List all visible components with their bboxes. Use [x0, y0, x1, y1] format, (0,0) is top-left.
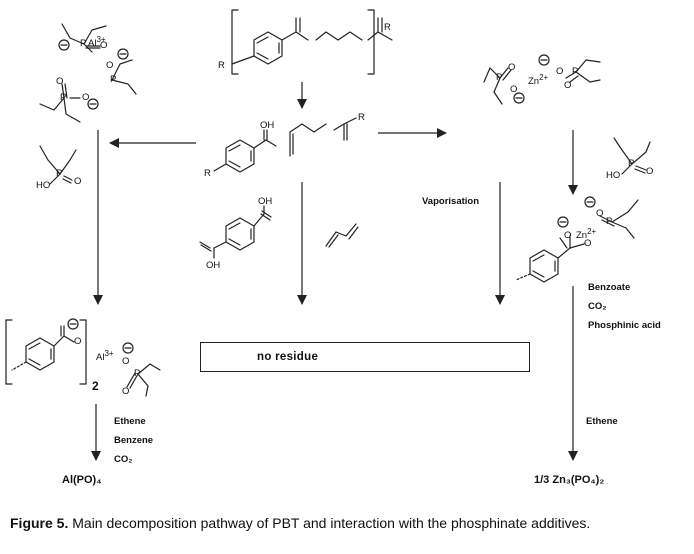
- o-label: O: [122, 386, 130, 397]
- r-label: R: [204, 168, 211, 179]
- product-ethene: Ethene: [114, 416, 146, 427]
- figure-caption: Figure 5. Main decomposition pathway of …: [10, 514, 682, 532]
- al-label: Al3+: [88, 35, 106, 50]
- product-benzene: Benzene: [114, 435, 154, 446]
- ho-label: HO: [36, 180, 51, 191]
- p-label: P: [60, 92, 67, 103]
- al-products-list: Ethene Benzene CO₂: [114, 412, 153, 469]
- diethylphosphinic-acid-right: [613, 137, 651, 175]
- p-label: P: [572, 66, 579, 77]
- zn-ethene-label: Ethene: [586, 416, 618, 427]
- p-label: P: [56, 168, 63, 179]
- al-residue-label: Al(PO)₄: [62, 474, 102, 486]
- butadiene: [325, 223, 359, 248]
- oh-label: OH: [206, 260, 221, 271]
- o-label: O: [56, 76, 64, 87]
- oh-label: OH: [258, 196, 273, 207]
- o-label: O: [510, 84, 518, 95]
- o-label: O: [564, 80, 572, 91]
- butenyl-ester: [289, 117, 357, 157]
- caption-label: Figure 5.: [10, 515, 69, 531]
- zn-residue-label: 1/3 Zn₃(PO₄)₂: [534, 474, 605, 486]
- r-label: R: [358, 112, 365, 123]
- o-label: O: [74, 176, 82, 187]
- r-label: R: [218, 60, 225, 71]
- r-label: R: [384, 22, 391, 33]
- caption-text: Main decomposition pathway of PBT and in…: [68, 515, 591, 531]
- o-label: O: [564, 230, 572, 241]
- o-label: O: [100, 40, 108, 51]
- p-label: P: [110, 74, 117, 85]
- reaction-scheme: [5, 9, 651, 461]
- aluminium-benzoate: [5, 318, 161, 397]
- product-co2: CO₂: [588, 301, 607, 312]
- zn-products-list: Benzoate CO₂ Phosphinic acid: [588, 278, 661, 335]
- no-residue-box: no residue: [200, 342, 530, 372]
- o-label: O: [556, 66, 564, 77]
- p-label: P: [628, 158, 635, 169]
- p-label: P: [134, 368, 141, 379]
- product-benzoate: Benzoate: [588, 282, 631, 293]
- zn-label: Zn2+: [576, 227, 597, 242]
- o-label: O: [596, 208, 604, 219]
- product-co2: CO₂: [114, 454, 133, 465]
- product-phosphinic-acid: Phosphinic acid: [588, 320, 661, 331]
- o-label: O: [122, 356, 130, 367]
- aluminium-phosphinate: [39, 23, 137, 123]
- terephthalic-acid: [199, 205, 272, 259]
- o-label: O: [82, 92, 90, 103]
- p-label: P: [496, 72, 503, 83]
- o-label: O: [508, 62, 516, 73]
- p-label: P: [606, 216, 613, 227]
- ho-label: HO: [606, 170, 621, 181]
- subscript-2: 2: [92, 379, 99, 393]
- pbt-repeat-unit: [231, 9, 393, 75]
- no-residue-label: no residue: [257, 351, 319, 363]
- p-label: P: [80, 38, 87, 49]
- vaporisation-label: Vaporisation: [422, 196, 480, 207]
- zinc-benzoate: [515, 196, 639, 283]
- o-label: O: [74, 336, 82, 347]
- zn-label: Zn2+: [528, 73, 549, 88]
- oh-label: OH: [260, 120, 275, 131]
- diethylphosphinic-acid: [39, 145, 77, 185]
- o-label: O: [584, 238, 592, 249]
- zinc-phosphinate: [483, 54, 601, 105]
- o-label: O: [646, 166, 654, 177]
- benzoic-acid: [213, 129, 277, 173]
- al-label: Al3+: [96, 349, 114, 364]
- o-label: O: [106, 60, 114, 71]
